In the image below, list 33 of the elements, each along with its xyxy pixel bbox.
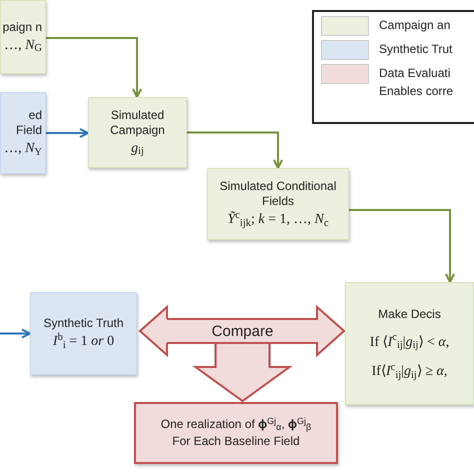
legend-text: Synthetic Trut <box>379 41 454 58</box>
formula-text: If ⟨I$^{c}$$_{ij}$|g$_{ij}$⟩ < α, <box>370 334 450 351</box>
arrow <box>349 209 455 283</box>
box-title: Simulated Conditional Fields <box>218 179 338 210</box>
process-box <box>345 282 474 405</box>
formula-text: I$^{b}$$_{i}$ = 1 or 0 <box>52 333 114 351</box>
process-box <box>0 0 46 74</box>
block-arrow-head <box>316 304 346 358</box>
box-title: paign n <box>2 20 42 35</box>
arrow <box>0 328 31 338</box>
result-box <box>134 402 338 464</box>
box-title: For Each Baseline Field <box>172 434 300 449</box>
formula-text: g$_{ij}$ <box>131 140 144 158</box>
arrow-label: Compare <box>212 324 274 338</box>
arrow <box>46 128 89 138</box>
arrow <box>187 132 283 169</box>
box-title: Simulated Campaign <box>109 108 166 138</box>
formula-text: Ỹ$^{c}$$_{ijk}$; k = 1, …, N$_{c}$ <box>227 211 329 229</box>
truth-box <box>30 292 137 375</box>
arrow <box>46 37 142 98</box>
legend-text: Campaign an <box>379 17 452 34</box>
formula-text: …, N$_{Y}$ <box>4 140 42 158</box>
process-box <box>207 168 349 240</box>
process-box <box>88 97 187 168</box>
formula-text: If⟨I$^{c}$$_{ij}$|g$_{ij}$⟩ ≥ α, <box>372 363 448 380</box>
box-title: Synthetic Truth <box>43 316 124 332</box>
block-arrow-head <box>192 342 293 402</box>
truth-box <box>0 92 46 174</box>
box-title: ed Field <box>14 108 42 138</box>
box-title: Make Decis <box>378 306 441 322</box>
block-arrow-head <box>138 304 168 358</box>
legend-text: Data Evaluati Enables corre <box>379 65 454 100</box>
formula-text: …, N$_{G}$ <box>4 36 42 54</box>
